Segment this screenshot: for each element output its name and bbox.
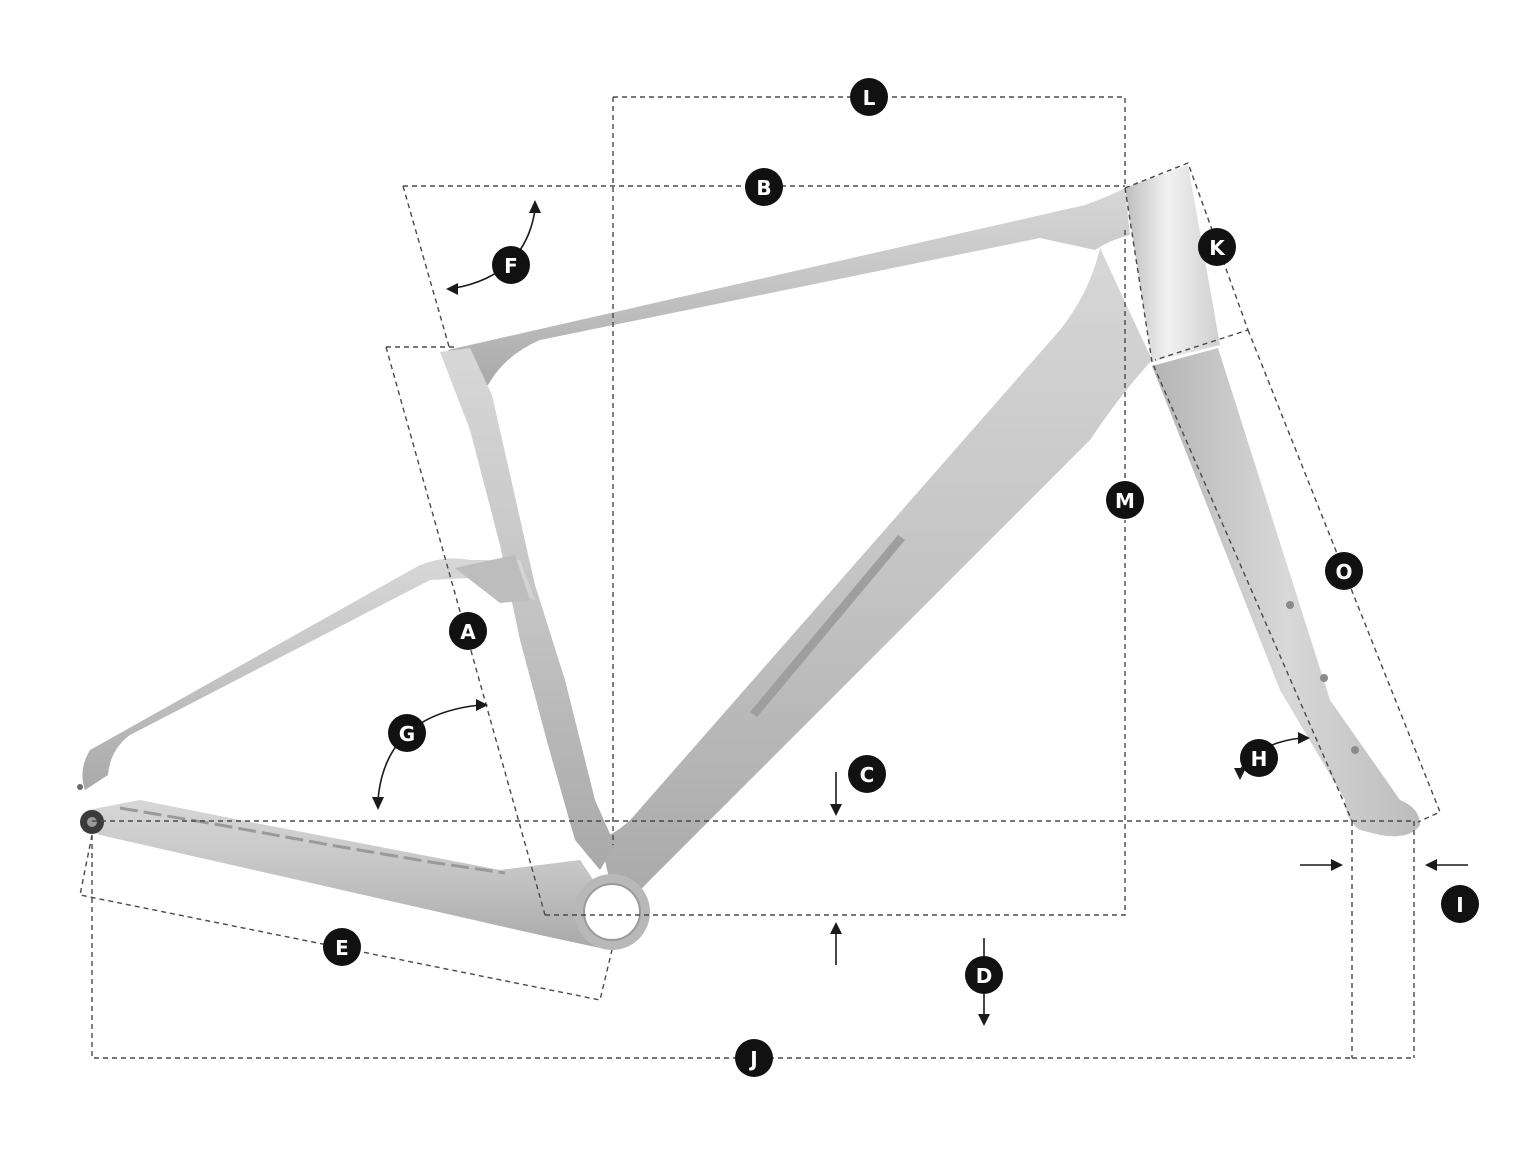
badge-k: K — [1198, 228, 1236, 266]
badge-letter: D — [976, 964, 993, 988]
down-tube-panel — [750, 535, 905, 717]
badge-i: I — [1441, 885, 1479, 923]
badge-c: C — [848, 755, 886, 793]
badge-l: L — [850, 78, 888, 116]
head-tube — [1125, 165, 1220, 362]
top-tube — [448, 188, 1130, 385]
seat-tube — [440, 348, 615, 870]
bike-frame — [77, 165, 1420, 950]
bottom-bracket-hole — [583, 883, 641, 941]
badge-h: H — [1240, 739, 1278, 777]
badge-o: O — [1325, 552, 1363, 590]
badge-letter: I — [1456, 893, 1463, 917]
badge-j: J — [735, 1039, 773, 1077]
down-tube — [600, 248, 1152, 905]
badge-letter: B — [756, 176, 771, 200]
badge-m: M — [1106, 481, 1144, 519]
badge-b: B — [745, 168, 783, 206]
badge-a: A — [449, 612, 487, 650]
badge-letter: G — [399, 722, 415, 746]
badge-letter: J — [748, 1047, 757, 1071]
badge-letter: O — [1335, 560, 1352, 584]
badge-letter: A — [460, 620, 476, 644]
badge-letter: E — [335, 936, 349, 960]
badge-letter: H — [1251, 747, 1268, 771]
seat-stay-bridge — [455, 555, 530, 603]
chain-stay-ridge — [119, 806, 506, 875]
fork — [1152, 348, 1420, 837]
badge-letter: C — [860, 763, 875, 787]
badge-d: D — [965, 956, 1003, 994]
badge-letter: K — [1209, 236, 1226, 260]
badge-letter: L — [863, 86, 876, 110]
badge-f: F — [492, 246, 530, 284]
angle-arrow-g — [377, 704, 481, 801]
badge-letter: F — [504, 254, 518, 278]
badge-letter: M — [1115, 489, 1135, 513]
badge-g: G — [388, 714, 426, 752]
seat-stay — [82, 558, 535, 790]
dimension-badges: L B F K M O A G H C I E D J — [323, 78, 1479, 1077]
chain-stay — [87, 800, 611, 948]
badge-e: E — [323, 928, 361, 966]
